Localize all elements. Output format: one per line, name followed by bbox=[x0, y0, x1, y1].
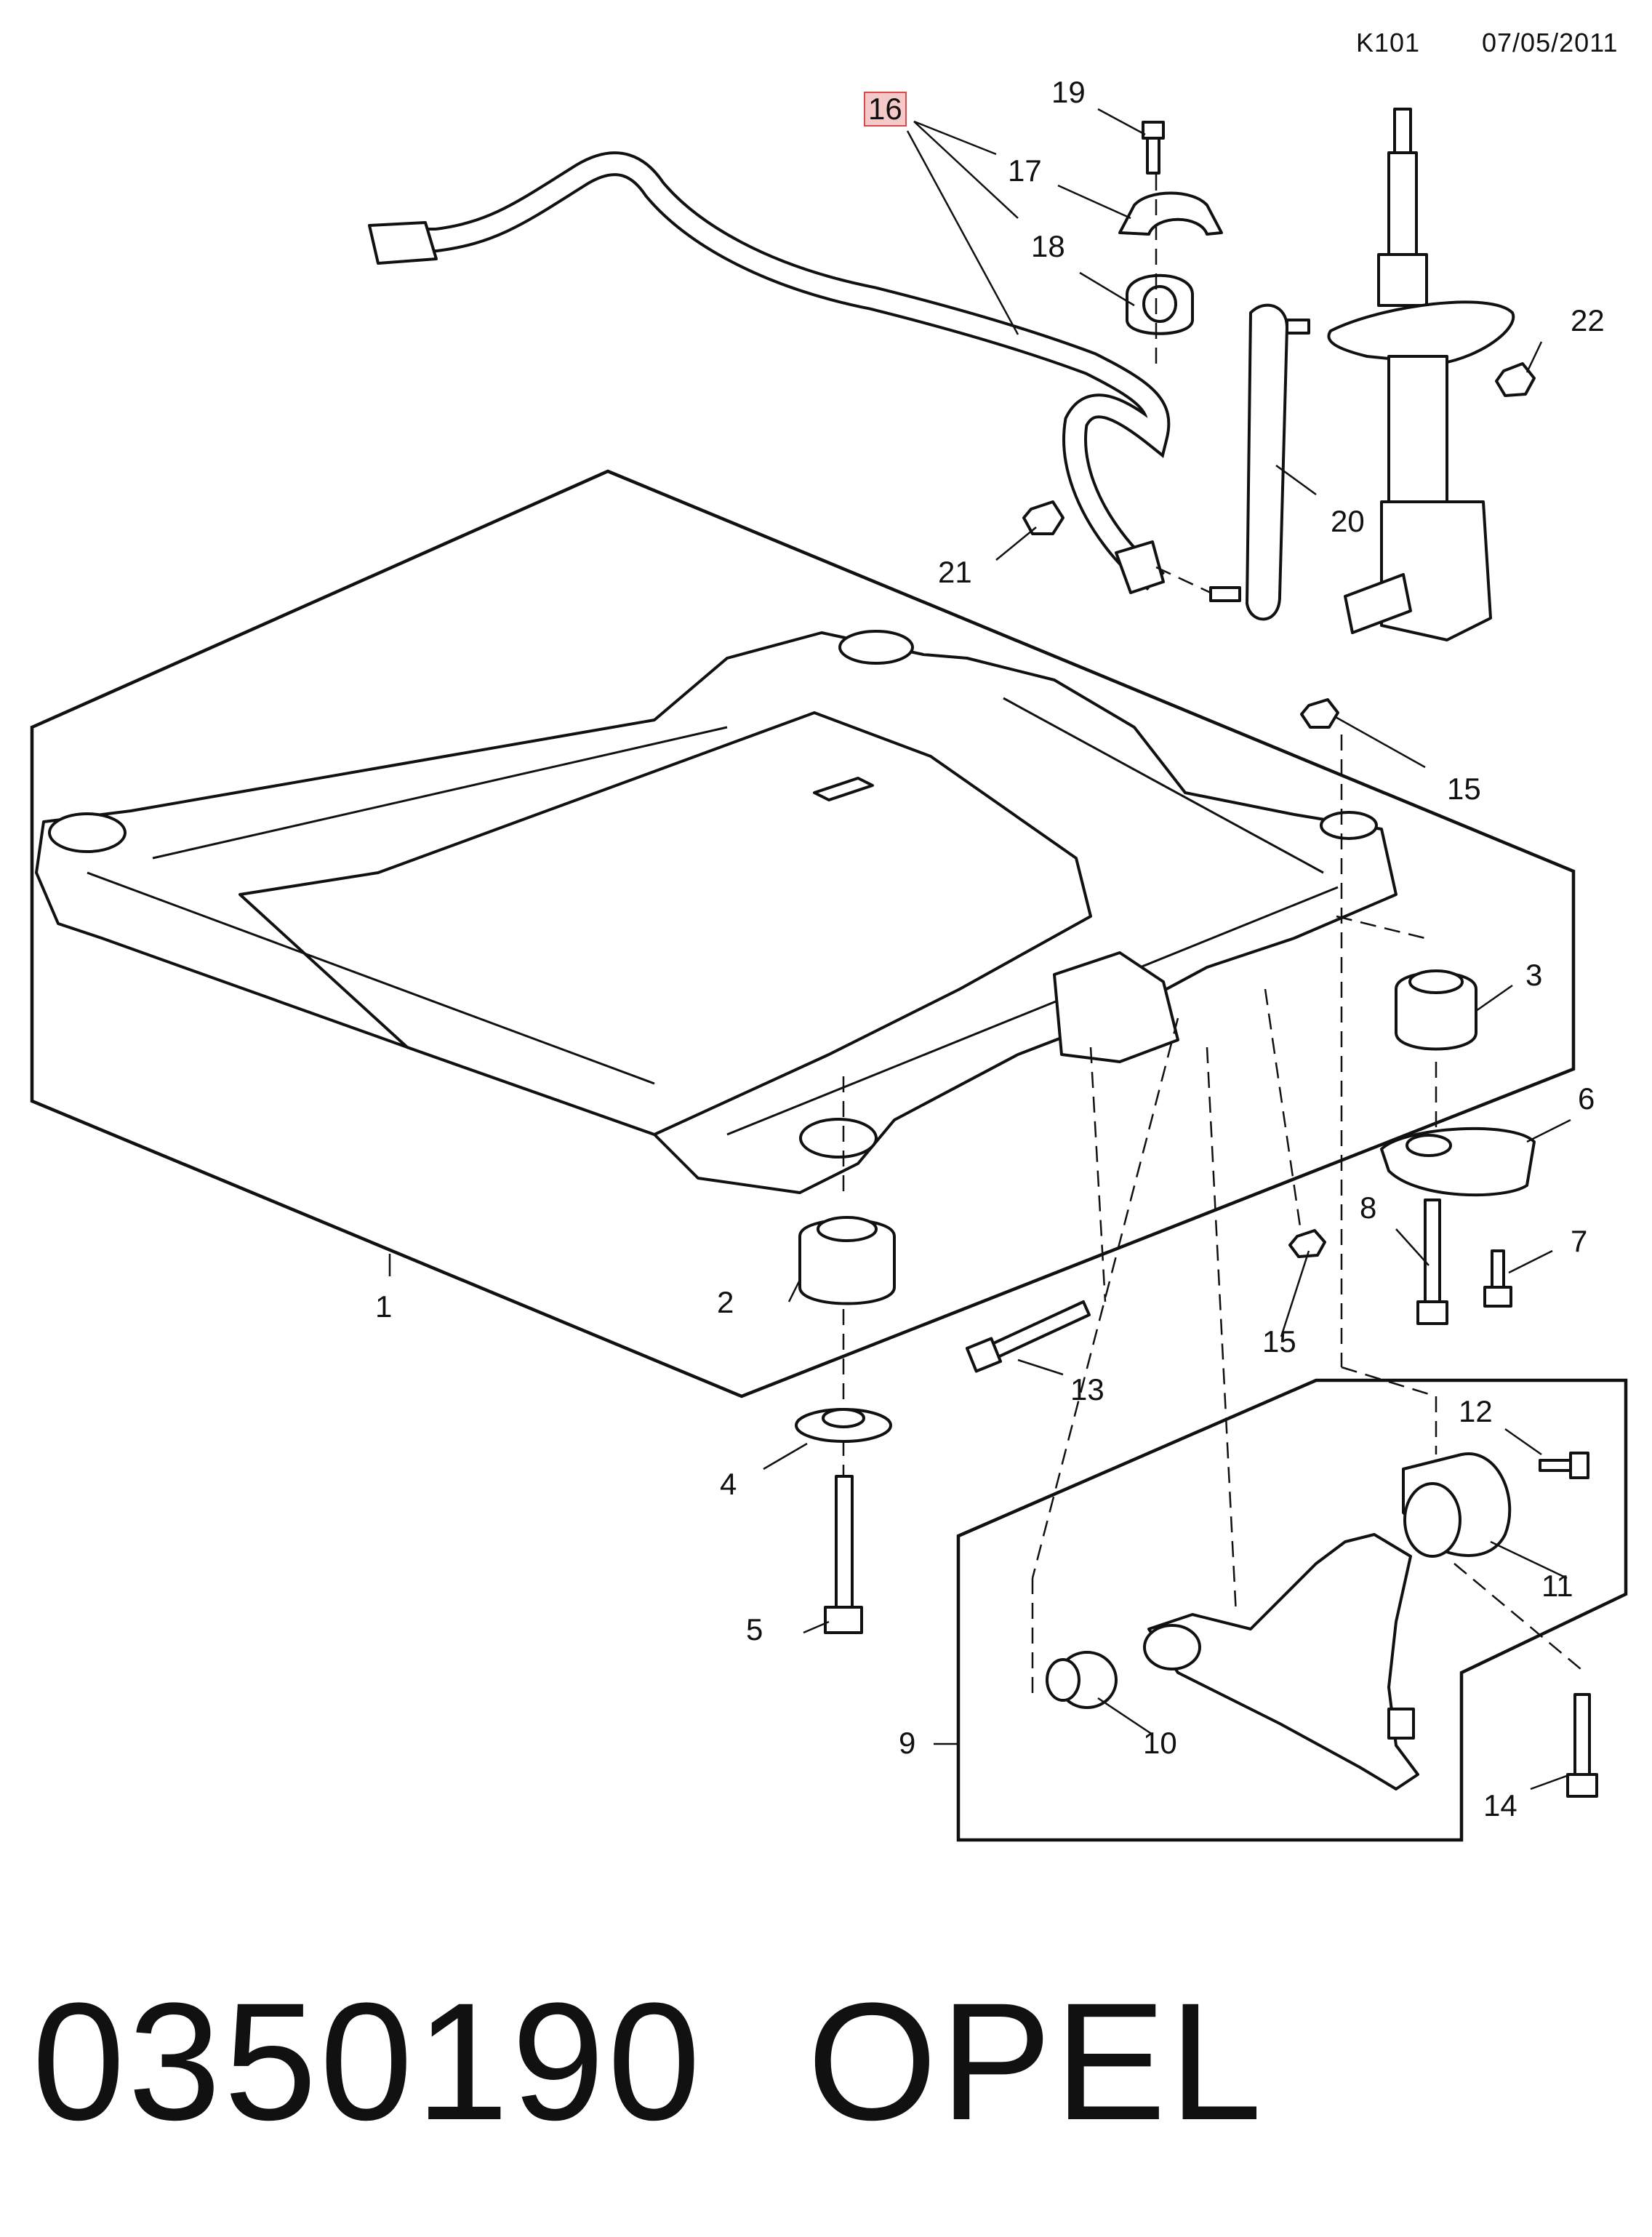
callout-8: 8 bbox=[1360, 1190, 1377, 1225]
callout-22: 22 bbox=[1571, 303, 1605, 337]
callout-17: 17 bbox=[1008, 153, 1042, 188]
assembly-lines bbox=[842, 175, 1586, 1702]
mount-bolt-front bbox=[824, 1475, 863, 1634]
control-arm-bushing-rear bbox=[1402, 1452, 1512, 1558]
callout-15-lower: 15 bbox=[1262, 1324, 1296, 1358]
callout-1: 1 bbox=[375, 1289, 393, 1324]
callout-13: 13 bbox=[1070, 1372, 1104, 1406]
stabilizer-bushing bbox=[1126, 273, 1194, 335]
subframe-bushing-front bbox=[798, 1216, 896, 1305]
diagram-date: 07/05/2011 bbox=[1482, 28, 1619, 57]
callout-10: 10 bbox=[1143, 1726, 1177, 1760]
brand-name: OPEL bbox=[807, 1968, 1265, 2155]
control-arm-group-outline bbox=[956, 1378, 1628, 1842]
subframe-bolt-diagonal bbox=[965, 1300, 1091, 1373]
strut-assembly bbox=[1327, 108, 1515, 641]
control-arm-bolt-vertical bbox=[1566, 1693, 1598, 1798]
bracket-bolt-small bbox=[1483, 1249, 1512, 1308]
nut-upper bbox=[1300, 698, 1339, 729]
callout-12: 12 bbox=[1459, 1394, 1493, 1428]
clamp-bolt bbox=[1142, 121, 1165, 175]
diagram-code: K101 bbox=[1356, 28, 1421, 57]
callout-7: 7 bbox=[1571, 1224, 1588, 1258]
control-arm-bushing-front bbox=[1046, 1651, 1118, 1709]
callout-4: 4 bbox=[720, 1467, 737, 1501]
callout-19: 19 bbox=[1051, 75, 1086, 109]
subframe-bushing-rear bbox=[1395, 969, 1477, 1051]
mount-washer bbox=[795, 1408, 892, 1443]
part-number: 0350190 bbox=[32, 1968, 704, 2155]
callout-6: 6 bbox=[1578, 1081, 1595, 1116]
link-nut bbox=[1022, 500, 1064, 535]
leader-lines bbox=[388, 108, 1571, 1790]
control-arm bbox=[1143, 1533, 1419, 1790]
strut-nut bbox=[1495, 362, 1536, 397]
control-arm-bolt-rear bbox=[1539, 1452, 1589, 1479]
callout-3: 3 bbox=[1525, 958, 1543, 992]
callout-9: 9 bbox=[899, 1726, 916, 1760]
callout-16[interactable]: 16 bbox=[864, 92, 907, 127]
stabilizer-bar bbox=[368, 151, 1171, 594]
callout-14: 14 bbox=[1483, 1788, 1517, 1822]
callout-5: 5 bbox=[746, 1612, 763, 1646]
nut-lower bbox=[1288, 1229, 1326, 1258]
stabilizer-link bbox=[1209, 303, 1310, 621]
subframe bbox=[35, 630, 1398, 1194]
callout-18: 18 bbox=[1031, 229, 1065, 263]
callout-2: 2 bbox=[717, 1285, 734, 1319]
callout-21: 21 bbox=[938, 555, 972, 589]
callout-20: 20 bbox=[1331, 504, 1365, 538]
mount-bracket bbox=[1380, 1126, 1536, 1197]
mount-bolt-rear bbox=[1416, 1198, 1448, 1325]
callout-11: 11 bbox=[1541, 1569, 1573, 1603]
callout-15-upper: 15 bbox=[1447, 772, 1481, 806]
stabilizer-clamp bbox=[1118, 191, 1223, 236]
subframe-group-outline bbox=[30, 469, 1576, 1398]
